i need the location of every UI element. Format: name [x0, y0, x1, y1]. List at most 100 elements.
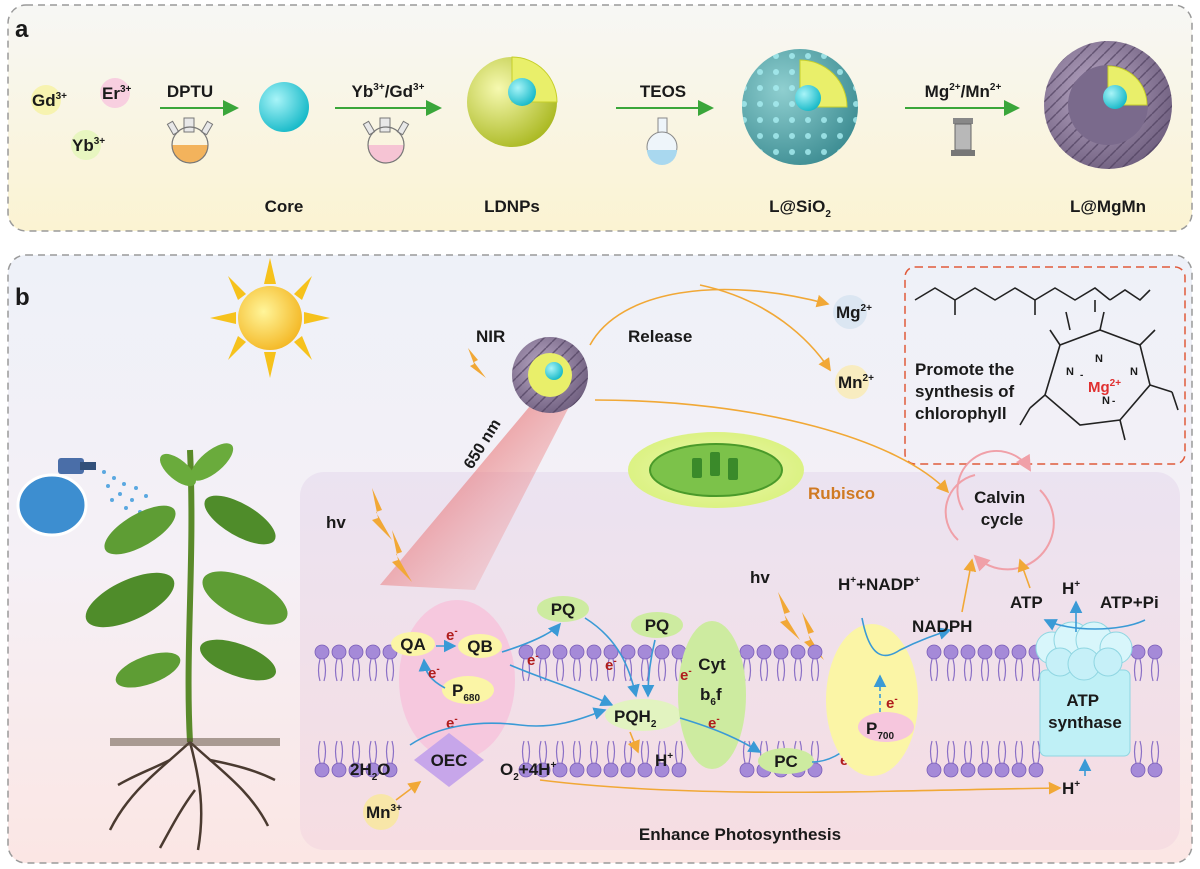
rubisco-label: Rubisco: [808, 484, 875, 503]
lipid-tail: [589, 658, 599, 682]
svg-text:PC: PC: [774, 752, 798, 771]
lipid-tail: [640, 740, 650, 764]
calvin-label: Calvin cycle: [974, 488, 1030, 529]
electron-3: e-: [446, 714, 458, 732]
lipid-head: [943, 762, 959, 778]
lipid-head: [365, 762, 381, 778]
nanoparticle-icon: [512, 337, 588, 413]
svg-text:Yb3+: Yb3+: [72, 136, 105, 155]
nir-label: NIR: [476, 327, 505, 346]
panel-b-letter: b: [15, 284, 30, 311]
calvin-cycle: [944, 449, 1055, 572]
lipid-head: [552, 644, 568, 660]
lipid-head: [552, 762, 568, 778]
lipid-tail: [759, 658, 769, 682]
lipid-head: [569, 762, 585, 778]
lipid-tail: [1133, 740, 1143, 764]
round-flask-icon: [646, 117, 678, 165]
nadph-calvin-arrow: [961, 558, 977, 613]
proton-arrow: [539, 779, 1062, 795]
lipid-head: [1130, 762, 1146, 778]
lipid-tail: [368, 658, 378, 682]
lipid-tail: [334, 658, 344, 682]
plant-icon: [85, 443, 288, 851]
pq-pqh2-arrow: [584, 617, 640, 698]
lipid-tail: [351, 740, 361, 764]
mn3-ion: Mn3+: [363, 794, 402, 830]
lipid-head: [314, 644, 330, 660]
lipid-tail: [674, 740, 684, 764]
svg-text:Er3+: Er3+: [102, 84, 132, 103]
lipid-tail: [963, 658, 973, 682]
lipid-tail: [997, 658, 1007, 682]
lipid-tail: [606, 658, 616, 682]
sun-icon: [210, 258, 330, 378]
lipid-head: [654, 762, 670, 778]
chl-n3: N: [1130, 366, 1138, 378]
cyt-b6f-complex: [678, 621, 746, 769]
lipid-head: [1147, 644, 1163, 660]
chl-n2: N: [1066, 366, 1074, 378]
step3-label: TEOS: [640, 82, 686, 101]
nadp-label: H++NADP+: [838, 575, 920, 594]
svg-text:Mn3+: Mn3+: [366, 803, 402, 822]
chlorophyll-text: Promote the synthesis of chlorophyll: [915, 360, 1019, 423]
lipid-head: [348, 644, 364, 660]
cyt-pc-arrow: [679, 717, 762, 753]
lipid-tail: [317, 740, 327, 764]
lipid-head: [807, 644, 823, 660]
lipid-head: [331, 644, 347, 660]
qb-pqh2-arrow: [509, 664, 614, 707]
lipid-tail: [980, 658, 990, 682]
chloroplast-icon: [628, 432, 804, 508]
lipid-head: [739, 644, 755, 660]
sio2-label: L@SiO2: [769, 197, 831, 220]
lipid-tail: [1150, 740, 1160, 764]
lipid-head: [790, 644, 806, 660]
oec-node: [414, 733, 484, 787]
electron-1: e-: [446, 626, 458, 644]
lipid-head: [569, 644, 585, 660]
mgmn-label: L@MgMn: [1070, 197, 1146, 216]
flask-icon: [362, 117, 410, 164]
lipid-tail: [1014, 740, 1024, 764]
lipid-tail: [1031, 740, 1041, 764]
lipid-head: [331, 762, 347, 778]
electron-2: e-: [428, 664, 440, 682]
lipid-head: [518, 644, 534, 660]
lipid-head: [926, 762, 942, 778]
electron-7: e-: [708, 714, 720, 732]
svg-text:QA: QA: [400, 635, 426, 654]
ion-yb: Yb3+: [71, 130, 105, 160]
lipid-tail: [555, 740, 565, 764]
oec-label: OEC: [431, 751, 468, 770]
lipid-tail: [963, 740, 973, 764]
lipid-tail: [946, 658, 956, 682]
nadp-arrow: [861, 617, 952, 657]
lipid-tail: [1150, 658, 1160, 682]
lipid-head: [620, 762, 636, 778]
lipid-tail: [980, 740, 990, 764]
red-light-beam: [380, 400, 570, 590]
lipid-tail: [657, 658, 667, 682]
core-label: Core: [265, 197, 304, 216]
lipid-head: [365, 644, 381, 660]
flask-icon: [166, 117, 214, 164]
svg-text:PQ: PQ: [551, 600, 576, 619]
lipid-head: [314, 762, 330, 778]
lipid-tail: [1133, 658, 1143, 682]
lipid-tail: [589, 740, 599, 764]
step2-label: Yb3+/Gd3+: [352, 82, 425, 101]
chl-mg-center: Mg2+: [1088, 378, 1121, 396]
release-arrow-calvin: [594, 399, 950, 494]
lipid-head: [1147, 762, 1163, 778]
ldnps-label: LDNPs: [484, 197, 540, 216]
sprayer-icon: [16, 458, 148, 537]
lipid-head: [994, 644, 1010, 660]
lipid-tail: [1031, 658, 1041, 682]
core-particle: [259, 82, 309, 132]
lipid-tail: [606, 740, 616, 764]
b6f-label: b6f: [700, 685, 722, 708]
lipid-tail: [334, 740, 344, 764]
